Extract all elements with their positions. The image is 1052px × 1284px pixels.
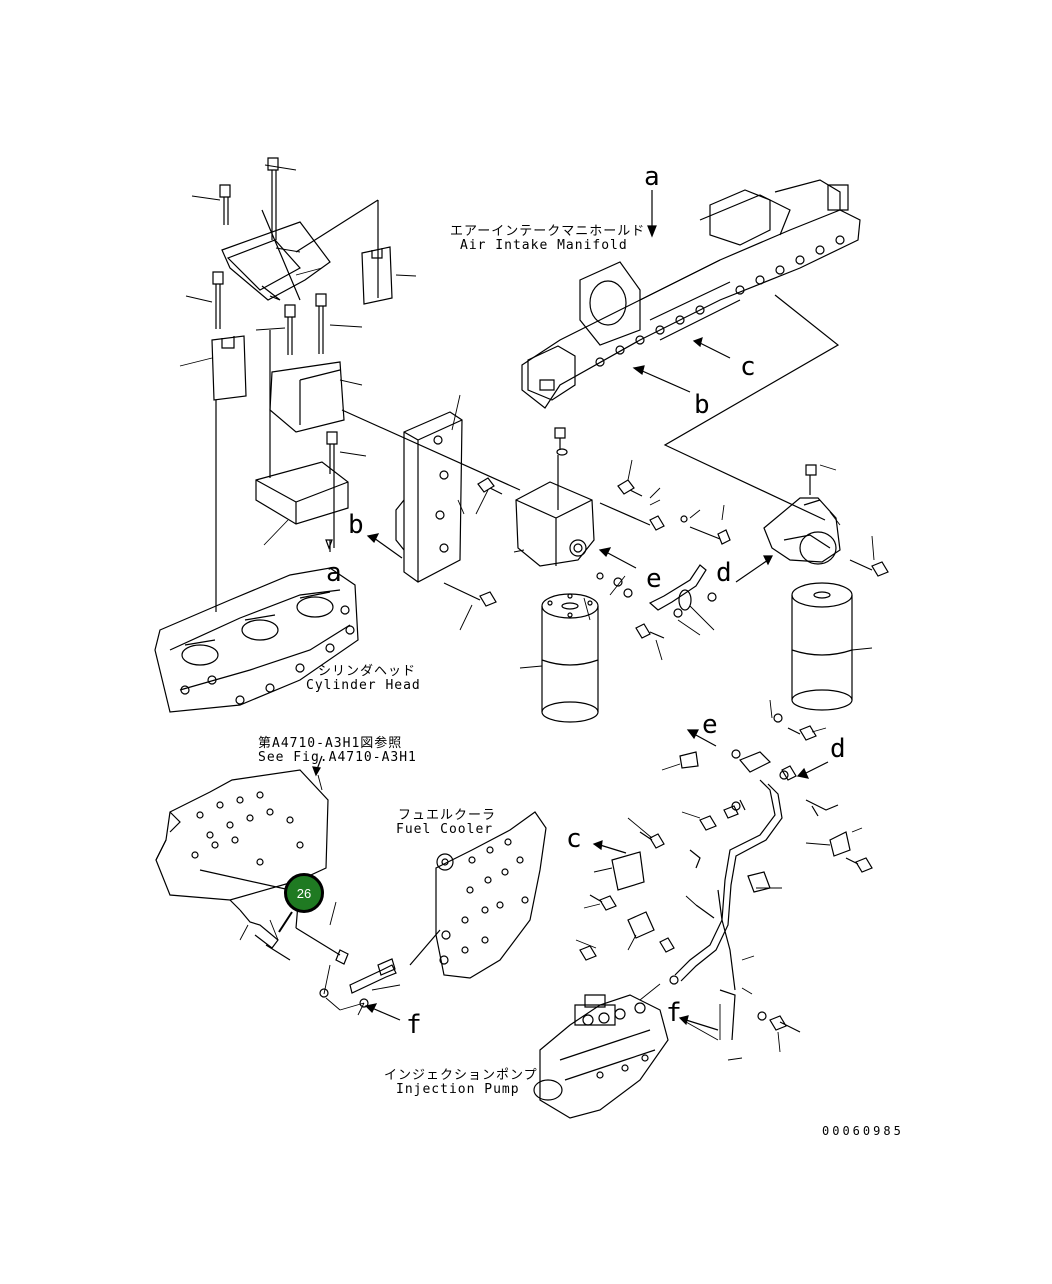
filter-canister-right <box>791 582 853 711</box>
head-label-en: Cylinder Head <box>306 678 421 693</box>
mounting-plate <box>155 769 329 901</box>
ref-letter-a-mid: a <box>326 558 342 588</box>
cylinder-head <box>154 567 359 713</box>
arrows <box>312 190 829 1031</box>
manifold-label-en: Air Intake Manifold <box>460 238 628 253</box>
plate-bracket <box>221 221 331 301</box>
filter-head-left <box>515 427 595 567</box>
filter-head-right <box>763 464 889 577</box>
filter-bracket-plate <box>395 411 463 583</box>
document-number: 00060985 <box>822 1124 904 1138</box>
fuel-pipes <box>579 713 873 1041</box>
pipe-fitting-e <box>596 515 717 618</box>
ref-letter-f-left: f <box>406 1010 422 1040</box>
manifold-label-jp: エアーインテークマニホールド <box>450 224 646 239</box>
cooler-label-jp: フュエルクーラ <box>398 808 497 823</box>
ref-letter-d-upper: d <box>716 558 732 588</box>
ref-letter-b-right: b <box>694 390 710 420</box>
mount-block <box>255 461 349 525</box>
filter-canister-left <box>541 593 599 723</box>
fuel-cooler <box>435 811 547 979</box>
ref-letter-d-lower: d <box>830 734 846 764</box>
pump-label-en: Injection Pump <box>396 1082 520 1097</box>
pump-label-jp: インジェクションポンプ <box>384 1068 538 1083</box>
cooler-label-en: Fuel Cooler <box>396 822 494 837</box>
leader-lines <box>179 164 875 1061</box>
ref-letter-a-top: a <box>644 162 660 192</box>
reference-label-jp: 第A4710-A3H1図参照 <box>258 736 403 751</box>
reference-label-en: See Fig.A4710-A3H1 <box>258 750 417 765</box>
center-bolts <box>443 477 731 639</box>
intake-manifold <box>521 179 861 409</box>
ref-letter-e-upper: e <box>646 564 662 594</box>
upper-bolts <box>212 157 338 474</box>
injection-pump <box>533 994 669 1119</box>
part-callout-26[interactable]: 26 <box>284 873 324 913</box>
ref-letter-e-lower: e <box>702 710 718 740</box>
ref-letter-b-left: b <box>348 510 364 540</box>
ref-letter-f-right: f <box>666 998 682 1028</box>
spacer-blocks <box>211 246 393 433</box>
head-label-jp: シリンダヘッド <box>318 664 417 679</box>
ref-letter-c-manifold: c <box>740 352 756 382</box>
ref-letter-c-lower: c <box>566 824 582 854</box>
